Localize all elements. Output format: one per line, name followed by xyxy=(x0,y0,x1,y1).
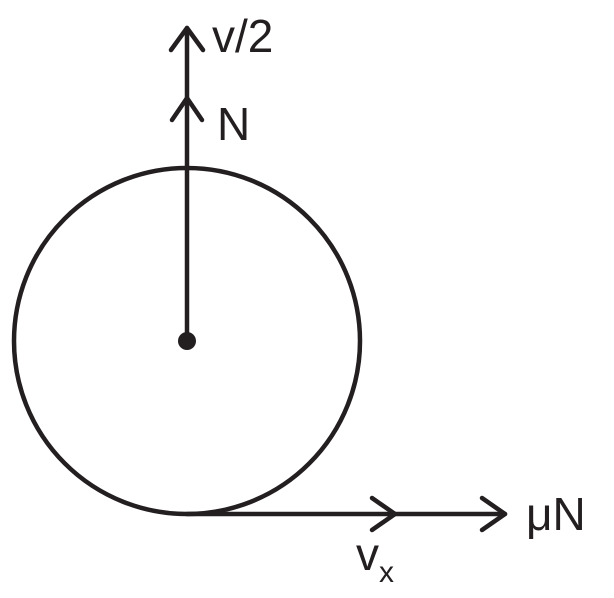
center-dot xyxy=(178,332,196,350)
label-friction-force: μN xyxy=(526,488,586,540)
friction-arrowhead xyxy=(479,495,508,533)
label-velocity-x-main: v xyxy=(356,528,379,580)
normal-force-arrowhead xyxy=(169,95,205,123)
velocity-up-arrowhead xyxy=(168,25,206,53)
label-velocity-up: v/2 xyxy=(212,10,273,62)
label-velocity-x: vx xyxy=(356,528,394,589)
label-velocity-x-subscript: x xyxy=(379,556,394,589)
label-normal-force: N xyxy=(217,98,250,150)
velocity-x-arrowhead xyxy=(369,495,398,533)
